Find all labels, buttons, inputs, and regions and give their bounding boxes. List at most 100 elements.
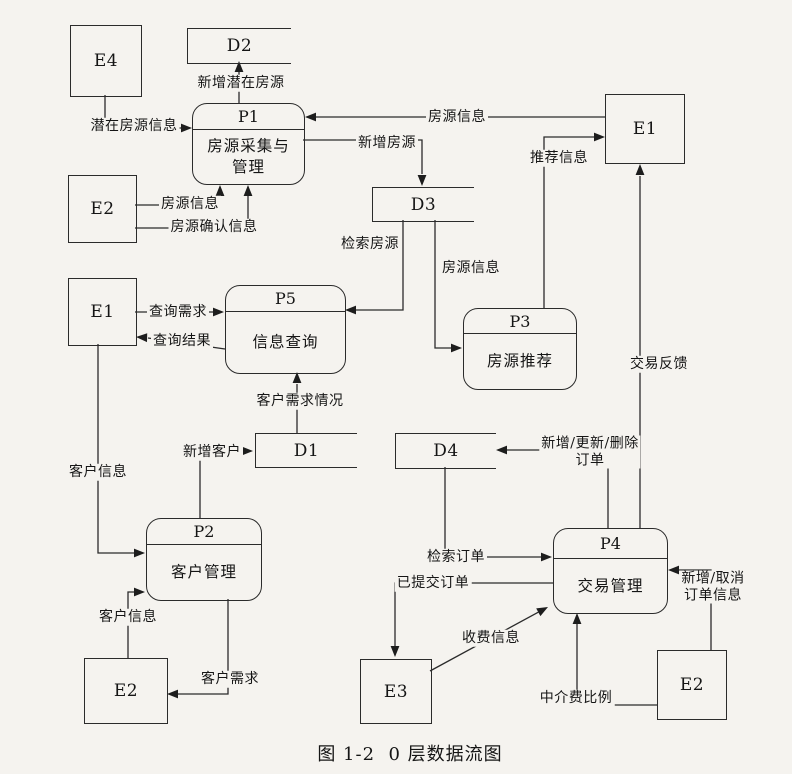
arrowhead bbox=[136, 333, 148, 343]
flow-e2-to-p4-order bbox=[668, 565, 712, 650]
process-name: 房源推荐 bbox=[486, 352, 553, 370]
arrowhead bbox=[345, 305, 356, 315]
arrowhead bbox=[234, 61, 244, 72]
flow-p2-to-e2 bbox=[167, 599, 229, 699]
flow-label-e1-to-p2: 客户信息 bbox=[67, 463, 129, 481]
arrowhead bbox=[242, 446, 253, 456]
flow-label-e2-to-p4-order: 新增/取消 订单信息 bbox=[679, 570, 747, 604]
flow-p1-to-d3 bbox=[303, 139, 427, 186]
entity-e2-bottom-right: E2 bbox=[657, 650, 727, 720]
arrowhead bbox=[496, 445, 507, 455]
process-name: 交易管理 bbox=[577, 576, 644, 595]
process-id: P2 bbox=[147, 519, 261, 545]
arrowhead bbox=[390, 646, 400, 657]
flow-label-e4-to-p1: 潜在房源信息 bbox=[88, 117, 180, 135]
process-p4: P4 交易管理 bbox=[553, 528, 668, 614]
entity-label: E2 bbox=[679, 675, 705, 695]
flow-d4-to-p4 bbox=[444, 467, 552, 562]
arrowhead bbox=[167, 689, 178, 699]
arrowhead bbox=[292, 372, 302, 383]
arrowhead bbox=[572, 613, 582, 624]
arrowhead bbox=[134, 548, 145, 558]
flow-label-e1-to-p5: 查询需求 bbox=[147, 303, 209, 321]
flow-p4-to-e1 bbox=[635, 164, 645, 528]
flow-label-p4-to-e1: 交易反馈 bbox=[628, 355, 690, 373]
flow-label-p1-to-d3: 新增房源 bbox=[356, 134, 418, 152]
flow-label-p4-to-e3: 已提交订单 bbox=[394, 574, 472, 592]
flow-line bbox=[444, 467, 541, 558]
arrowhead bbox=[541, 552, 552, 562]
flow-label-d3-to-p3: 房源信息 bbox=[440, 259, 502, 277]
flow-line bbox=[303, 139, 423, 174]
arrowhead bbox=[213, 307, 224, 317]
process-p1: P1 房源采集与 管理 bbox=[192, 103, 305, 185]
entity-e2-top: E2 bbox=[68, 175, 137, 243]
arrowhead bbox=[635, 164, 645, 175]
entity-label: E1 bbox=[90, 302, 115, 322]
store-d2: D2 bbox=[187, 28, 291, 64]
flow-label-d1-to-p5: 客户需求情况 bbox=[254, 392, 346, 410]
entity-e4: E4 bbox=[70, 25, 142, 97]
store-d1: D1 bbox=[255, 433, 357, 468]
flow-line bbox=[434, 220, 451, 349]
flow-line bbox=[356, 220, 404, 311]
arrowhead bbox=[305, 112, 316, 122]
process-name: 客户管理 bbox=[170, 563, 237, 581]
store-label: D4 bbox=[433, 441, 459, 461]
entity-label: E2 bbox=[90, 199, 115, 219]
flow-d3-to-p3 bbox=[434, 220, 462, 353]
store-d3: D3 bbox=[372, 187, 474, 222]
process-p2: P2 客户管理 bbox=[146, 518, 262, 601]
arrowhead bbox=[417, 175, 427, 186]
flow-label-p1-to-d2: 新增潜在房源 bbox=[195, 74, 287, 92]
store-label: D3 bbox=[410, 194, 437, 215]
flow-line bbox=[127, 591, 134, 658]
process-p3: P3 房源推荐 bbox=[463, 308, 577, 390]
flow-label-p2-to-e2: 客户需求 bbox=[199, 670, 261, 688]
arrowhead bbox=[668, 565, 679, 575]
arrowhead bbox=[451, 343, 462, 353]
flow-label-e2-to-p2: 客户信息 bbox=[97, 608, 159, 626]
arrowhead bbox=[215, 185, 225, 196]
flow-p3-to-e1 bbox=[543, 132, 605, 308]
process-id: P4 bbox=[554, 529, 667, 559]
flow-label-e2-to-p1-confirm: 房源确认信息 bbox=[168, 218, 260, 236]
store-label: D1 bbox=[293, 440, 320, 461]
entity-label: E3 bbox=[383, 681, 409, 702]
arrowhead bbox=[134, 587, 145, 597]
arrowhead bbox=[594, 132, 605, 142]
entity-e3: E3 bbox=[360, 659, 432, 724]
arrowhead bbox=[181, 123, 192, 133]
flow-label-p5-to-e1: 查询结果 bbox=[151, 332, 213, 350]
process-name: 信息查询 bbox=[252, 333, 319, 351]
flow-label-p3-to-e1: 推荐信息 bbox=[528, 149, 590, 167]
process-p5: P5 信息查询 bbox=[225, 285, 346, 374]
process-id: P5 bbox=[226, 286, 345, 312]
flow-e2-to-p2 bbox=[127, 587, 145, 658]
entity-e1-right: E1 bbox=[605, 94, 685, 164]
flow-label-e2-to-p4-fee: 中介费比例 bbox=[537, 689, 615, 707]
flow-label-p2-to-d1: 新增客户 bbox=[181, 443, 243, 461]
flow-label-e1-to-p1: 房源信息 bbox=[426, 108, 488, 126]
process-id: P1 bbox=[193, 104, 304, 130]
flow-line bbox=[199, 450, 242, 518]
flow-d3-to-p5 bbox=[345, 220, 404, 315]
flow-label-p4-to-d4: 新增/更新/删除 订单 bbox=[539, 435, 641, 469]
flow-label-e3-to-p4: 收费信息 bbox=[460, 629, 522, 647]
entity-e2-bottom-left: E2 bbox=[84, 658, 168, 724]
arrowhead bbox=[536, 607, 548, 617]
process-name: 房源采集与 管理 bbox=[207, 137, 290, 176]
flow-line bbox=[679, 569, 712, 650]
entity-label: E4 bbox=[93, 51, 119, 71]
entity-label: E1 bbox=[632, 119, 658, 139]
flow-e1-to-p2 bbox=[97, 344, 145, 558]
flow-label-d3-to-p5: 检索房源 bbox=[339, 235, 401, 253]
entity-e1-left: E1 bbox=[68, 278, 137, 346]
flow-line bbox=[97, 344, 134, 554]
flow-label-e2-to-p1-info: 房源信息 bbox=[159, 195, 221, 213]
store-d4: D4 bbox=[395, 433, 496, 469]
flow-label-d4-to-p4: 检索订单 bbox=[425, 548, 487, 566]
arrowhead bbox=[243, 185, 253, 196]
process-id: P3 bbox=[464, 309, 576, 334]
